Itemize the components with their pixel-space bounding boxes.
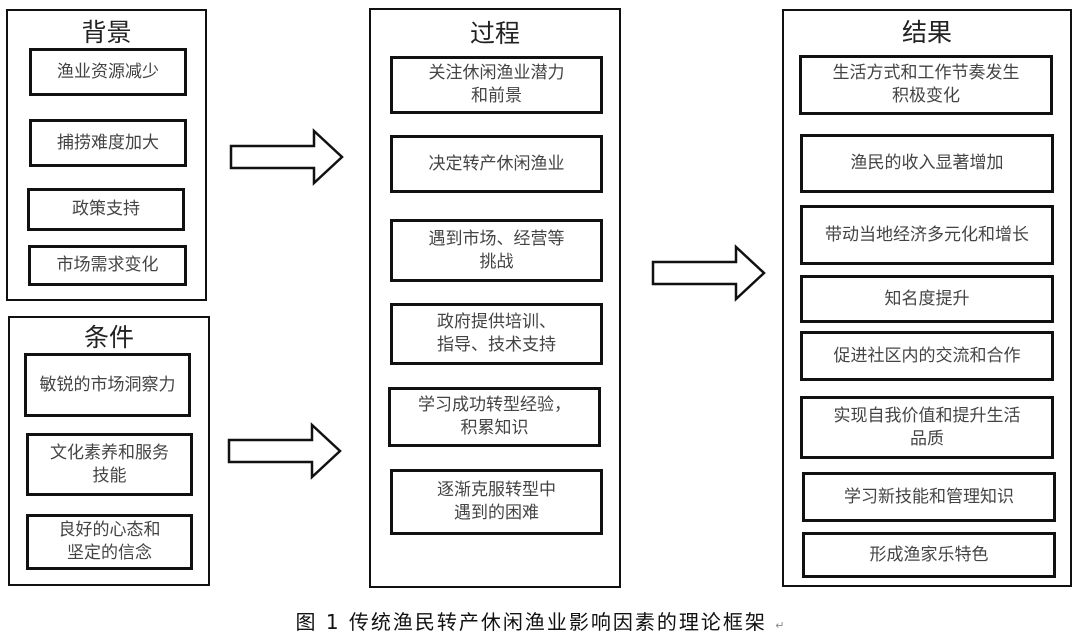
- process-item: 遇到市场、经营等 挑战: [390, 219, 603, 282]
- background-item: 渔业资源减少: [29, 48, 187, 96]
- process-item: 逐渐克服转型中 遇到的困难: [390, 469, 603, 535]
- conditions-item: 敏锐的市场洞察力: [24, 353, 191, 417]
- results-item: 生活方式和工作节奏发生 积极变化: [799, 55, 1053, 115]
- process-item: 学习成功转型经验， 积累知识: [388, 387, 601, 447]
- paragraph-mark-icon: ↵: [775, 619, 785, 632]
- background-item: 政策支持: [27, 188, 185, 231]
- background-item: 捕捞难度加大: [29, 119, 187, 167]
- right-arrow-icon: [227, 422, 342, 480]
- results-item: 形成渔家乐特色: [802, 532, 1056, 578]
- background-title: 背景: [81, 18, 132, 47]
- conditions-item: 文化素养和服务 技能: [26, 433, 193, 496]
- background-item: 市场需求变化: [28, 245, 187, 286]
- conditions-item: 良好的心态和 坚定的信念: [26, 514, 193, 570]
- figure-caption: 图 1 传统渔民转产休闲渔业影响因素的理论框架 ↵: [0, 606, 1080, 635]
- results-item: 带动当地经济多元化和增长: [800, 205, 1054, 265]
- process-title: 过程: [469, 19, 520, 48]
- process-item: 关注休闲渔业潜力 和前景: [390, 56, 603, 114]
- results-item: 学习新技能和管理知识: [802, 472, 1056, 522]
- results-item: 知名度提升: [800, 275, 1054, 323]
- results-title: 结果: [901, 18, 952, 47]
- conditions-title: 条件: [83, 323, 134, 352]
- right-arrow-icon: [229, 128, 344, 186]
- caption-text: 图 1 传统渔民转产休闲渔业影响因素的理论框架: [295, 610, 767, 634]
- process-item: 决定转产休闲渔业: [390, 135, 603, 193]
- results-item: 实现自我价值和提升生活 品质: [800, 396, 1054, 459]
- results-item: 渔民的收入显著增加: [800, 134, 1054, 193]
- right-arrow-icon: [651, 244, 766, 302]
- results-item: 促进社区内的交流和合作: [800, 331, 1054, 381]
- process-item: 政府提供培训、 指导、技术支持: [390, 303, 603, 365]
